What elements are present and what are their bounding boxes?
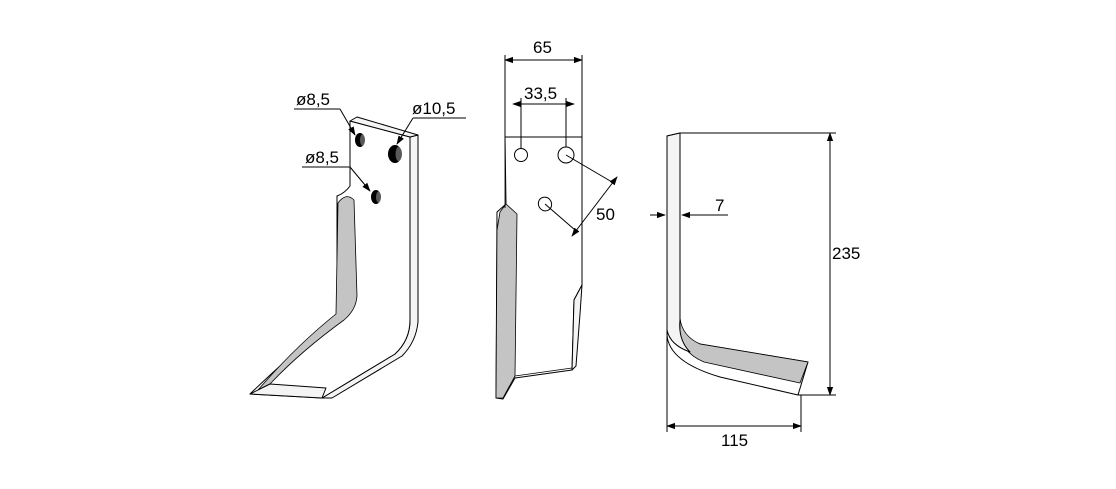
dim-diagonal-label: 50 [596, 205, 615, 224]
dim-height-label: 235 [832, 244, 860, 263]
dim-depth-label: 115 [721, 431, 748, 450]
ext-line-50-bottom [544, 203, 576, 231]
front-bevel-right [571, 284, 583, 371]
hole-top-left [355, 133, 365, 147]
side-back-face [666, 132, 691, 353]
front-bevel-left [495, 203, 518, 399]
leader-hole-top-left [339, 108, 356, 136]
blade-tip-edge [249, 383, 327, 399]
dim-hole-spacing-label: 33,5 [524, 84, 557, 103]
hole-top-right [388, 145, 402, 163]
front-hole-left [514, 148, 528, 162]
dim-hole-top-left-label: ø8,5 [296, 90, 330, 109]
front-hole-lower [537, 196, 553, 212]
dim-width-label: 65 [533, 38, 552, 57]
blade-front-view: 65 33,5 50 [495, 38, 618, 400]
blade-bevel [257, 196, 358, 391]
dim-hole-top-right-label: ø10,5 [412, 99, 455, 118]
blade-perspective-view: ø8,5 ø10,5 ø8,5 [249, 90, 466, 399]
dim-line-50 [571, 176, 618, 237]
hole-lower [371, 190, 381, 204]
blade-side-view: 7 235 115 [650, 132, 860, 450]
dim-thickness-label: 7 [715, 196, 724, 215]
leader-hole-lower [349, 166, 371, 192]
dim-hole-lower-label: ø8,5 [305, 148, 339, 167]
leader-hole-top-right [396, 117, 414, 145]
blade-top-edge [349, 116, 419, 138]
